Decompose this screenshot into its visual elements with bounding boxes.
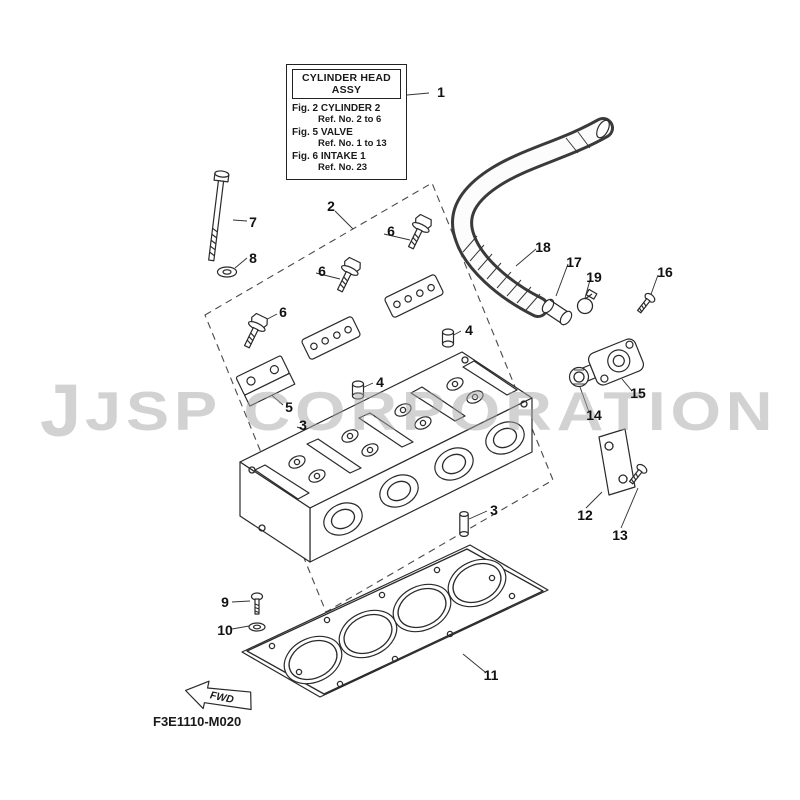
ref-entry-ref: Ref. No. 2 to 6 [318,114,382,125]
valve-guide-3b [459,511,469,537]
flange-bolt-6a [402,212,435,253]
thermostat-14 [568,366,590,388]
washer-10 [248,622,266,632]
washer-8 [216,266,238,278]
long-bolt-7 [208,170,230,262]
ref-entry-ref: Ref. No. 23 [318,162,368,173]
ref-entry-fig: Fig. 2 CYLINDER 2 [292,103,381,114]
cylinder-head [239,351,533,563]
bracket-12 [598,428,636,496]
fwd-arrow: FWD [184,680,252,711]
flange-bolt-6b [331,255,364,296]
valve-pad-4b [351,380,365,400]
reference-box-title: CYLINDER HEAD ASSY [292,69,401,99]
head-gasket-11 [241,544,549,698]
camshaft-cap-a [300,315,362,361]
bolt-9 [250,592,264,615]
bolt-16 [634,291,658,316]
valve-pad-4a [441,328,455,348]
ref-entry-fig: Fig. 5 VALVE [292,127,353,138]
outlet-pipe-17 [541,298,573,326]
camshaft-cap-b [383,273,445,319]
breather-hose-18 [451,117,614,318]
ref-entry-fig: Fig. 6 INTAKE 1 [292,151,366,162]
hose-clamp-19 [576,288,598,315]
ref-entry-ref: Ref. No. 1 to 13 [318,138,387,149]
end-cap-5 [235,355,296,407]
drawing-code: F3E1110-M020 [153,714,242,729]
fwd-label: FWD [209,689,235,706]
flange-bolt-6c [238,311,271,352]
reference-box: CYLINDER HEAD ASSY Fig. 2 CYLINDER 2 Ref… [286,64,407,180]
